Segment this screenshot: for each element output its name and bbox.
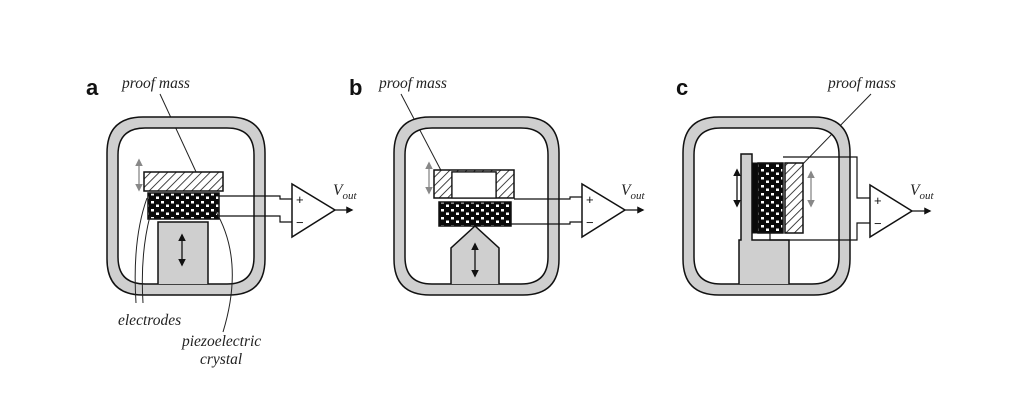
- housing-c: [682, 116, 851, 296]
- piezo-crystal-c: [757, 162, 784, 234]
- amp-plus-c: +: [874, 193, 882, 208]
- piezo-label-1-a: piezoelectric: [181, 333, 261, 350]
- wire-plus-a: [219, 195, 292, 200]
- vout-label-c: Vout: [910, 182, 934, 202]
- piezo-leader-a: [214, 209, 233, 333]
- piezo-crystal-b: [438, 201, 512, 227]
- wire-plus-c: [783, 156, 870, 199]
- proof-mass-a: [143, 171, 224, 192]
- proof-mass-leader-b: [400, 93, 447, 181]
- proof-mass-label-c: proof mass: [827, 75, 896, 92]
- electrode-leader-1-a: [134, 197, 148, 304]
- housing-b: [393, 116, 560, 296]
- housing-a: [106, 116, 266, 296]
- electrode-c: [751, 162, 759, 234]
- proof-mass-cavity-b: [451, 171, 497, 199]
- amplifier-a: [291, 182, 337, 239]
- vout-label-b: Vout: [621, 182, 645, 202]
- panel-b: b proof mass + − Vout: [349, 75, 645, 296]
- amp-minus-c: −: [874, 216, 882, 231]
- proof-mass-label-a: proof mass: [121, 75, 190, 92]
- wire-minus-c: [769, 222, 870, 241]
- panel-a: a proof mass + − Vout electrodes piezoel…: [86, 75, 357, 368]
- amp-plus-b: +: [586, 192, 594, 207]
- wire-minus-a: [219, 215, 292, 223]
- panel-letter-a: a: [86, 75, 99, 100]
- proof-mass-leader-a: [159, 93, 198, 175]
- piezo-crystal-a: [147, 192, 220, 220]
- electrode-leader-2-a: [141, 215, 151, 304]
- electrodes-label-a: electrodes: [118, 312, 181, 329]
- amp-minus-a: −: [296, 215, 304, 230]
- amplifier-c: [869, 183, 914, 239]
- panel-c: c proof mass + − Vout: [676, 75, 934, 296]
- base-post-a: [157, 221, 209, 284]
- panel-letter-b: b: [349, 75, 362, 100]
- amp-minus-b: −: [586, 215, 594, 230]
- wire-plus-b: [514, 196, 582, 200]
- amplifier-b: [581, 182, 627, 239]
- wire-minus-b: [511, 221, 582, 225]
- proof-mass-c: [784, 162, 804, 234]
- panel-letter-c: c: [676, 75, 688, 100]
- proof-mass-label-b: proof mass: [378, 75, 447, 92]
- amp-plus-a: +: [296, 192, 304, 207]
- vout-label-a: Vout: [333, 182, 357, 202]
- piezo-label-2-a: crystal: [200, 351, 242, 368]
